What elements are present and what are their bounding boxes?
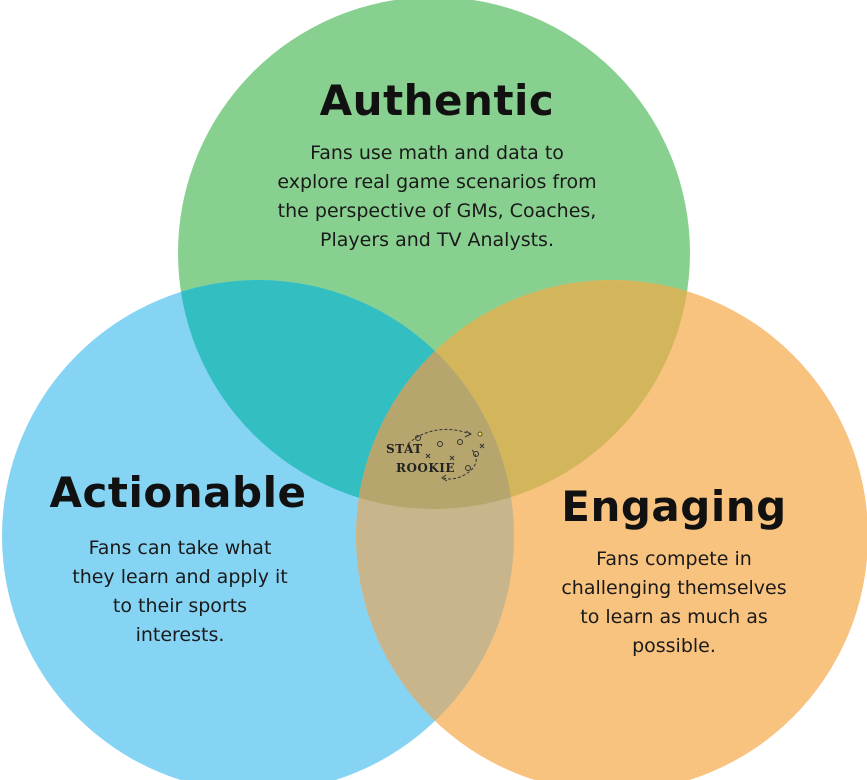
actionable-desc-line: to their sports [112,595,248,617]
authentic-desc-line: the perspective of GMs, Coaches, [277,200,597,222]
overlap-authentic-actionable [178,280,514,509]
authentic-desc-line: Fans use math and data to [310,142,564,164]
engaging-desc-line: to learn as much as [580,606,768,628]
overlap-authentic-engaging [356,280,690,509]
authentic-desc-line: explore real game scenarios from [277,171,597,193]
engaging-desc-line: challenging themselves [561,577,787,599]
stat-rookie-logo: STAT ROOKIE [380,424,492,484]
engaging-title: Engaging [561,482,787,531]
engaging-desc-line: possible. [632,635,716,657]
engaging-description: Fans compete in challenging themselves t… [514,545,834,661]
engaging-desc-line: Fans compete in [596,548,752,570]
actionable-desc-line: they learn and apply it [72,566,288,588]
authentic-description: Fans use math and data to explore real g… [217,139,657,255]
actionable-desc-line: Fans can take what [88,537,272,559]
logo-word-stat: STAT [386,442,423,456]
authentic-title: Authentic [319,76,555,125]
authentic-desc-line: Players and TV Analysts. [320,229,554,251]
logo-word-rookie: ROOKIE [396,461,456,475]
play-diagram-icon [407,428,485,482]
actionable-title: Actionable [49,468,307,517]
actionable-desc-line: interests. [135,624,225,646]
actionable-description: Fans can take what they learn and apply … [20,534,340,650]
